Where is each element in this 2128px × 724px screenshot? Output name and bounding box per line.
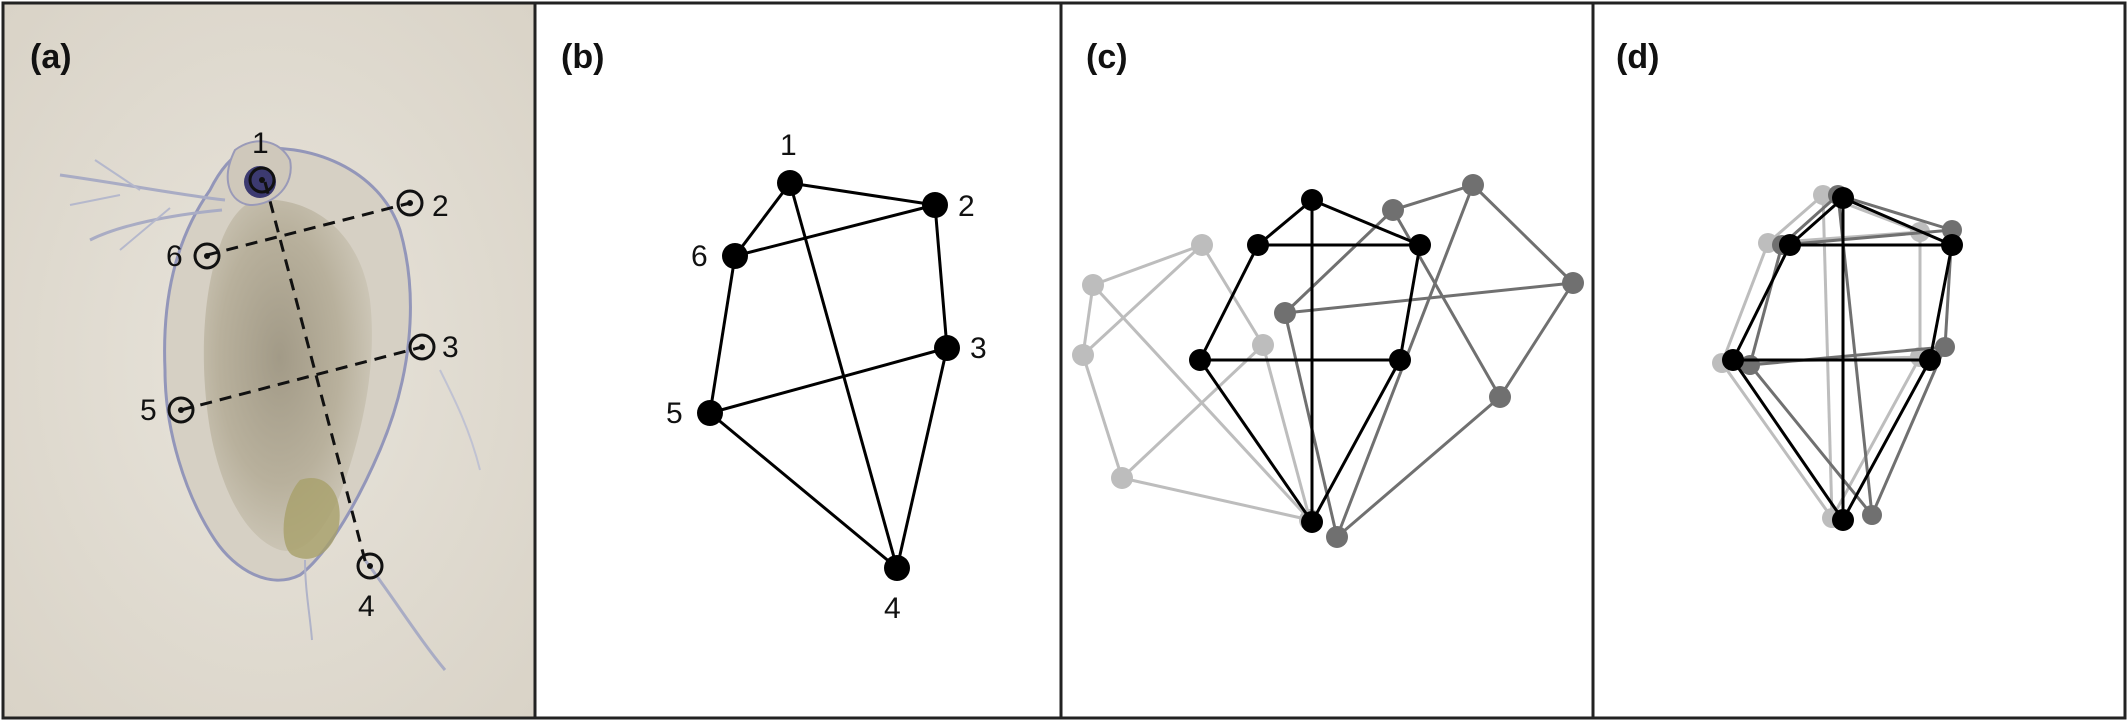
lower-appendage (304, 559, 313, 641)
landmark-node-6 (722, 243, 748, 269)
config-black (1189, 189, 1431, 533)
node-label-2: 2 (958, 190, 975, 223)
edge-5-6 (708, 255, 737, 414)
dashed-line-6-2 (206, 201, 411, 257)
landmark-markers-a (167, 166, 436, 580)
photo-landmark-label-6: 6 (166, 240, 183, 273)
landmark-marker-2 (396, 189, 424, 217)
landmark-dot-5 (178, 407, 184, 413)
landmark-marker-3 (408, 333, 436, 361)
dashed-line-5-3 (180, 345, 423, 412)
panel-c: (c) (1059, 1, 1595, 720)
panel-d: (d) (1591, 1, 2127, 720)
photo-landmark-label-1: 1 (252, 127, 269, 160)
antenna-upper (59, 173, 226, 202)
node-label-6: 6 (691, 240, 708, 273)
node-label-3: 3 (970, 332, 987, 365)
node-label-5: 5 (666, 397, 683, 430)
photo-landmark-label-4: 4 (358, 590, 375, 623)
edge-3-4 (895, 347, 949, 569)
landmark-node-5 (697, 400, 723, 426)
config-light-gray (1072, 234, 1321, 531)
panel-label-d: (d) (1616, 38, 1659, 76)
edge-4-5 (709, 411, 898, 570)
daphnia-photo (59, 140, 481, 671)
landmark-marker-4 (356, 552, 384, 580)
panel-label-c: (c) (1086, 38, 1128, 76)
landmark-node-2 (922, 192, 948, 218)
photo-landmark-label-3: 3 (442, 331, 459, 364)
landmark-dot-2 (407, 200, 413, 206)
tail-spine (363, 559, 447, 671)
edge-6-1 (733, 182, 792, 257)
photo-landmark-label-2: 2 (432, 190, 449, 223)
rear-spine (439, 369, 481, 471)
panel-a: 1 2 3 4 5 6 (a) (1, 1, 537, 720)
panel-b-frame (533, 1, 1063, 720)
landmark-dot-6 (204, 253, 210, 259)
landmark-dot-3 (419, 344, 425, 350)
node-label-1: 1 (780, 129, 797, 162)
antenna-lower (89, 208, 223, 242)
panel-label-b: (b) (561, 38, 604, 76)
landmark-node-1 (777, 170, 803, 196)
edge-5-3 (709, 346, 948, 415)
landmark-node-4 (884, 555, 910, 581)
photo-landmark-label-5: 5 (140, 394, 157, 427)
edge-6-2 (734, 203, 936, 258)
aligned-black (1722, 187, 1963, 531)
panel-b: 1 2 3 4 5 6 (b) (533, 1, 1063, 720)
config-dark-gray (1274, 174, 1584, 548)
antenna-branch-1 (69, 159, 171, 251)
dashed-line-1-4 (263, 181, 369, 569)
landmark-node-3 (934, 335, 960, 361)
panel-label-a: (a) (30, 38, 72, 76)
landmark-marker-6 (193, 242, 221, 270)
landmark-marker-5 (167, 396, 195, 424)
landmark-marker-1 (248, 166, 276, 194)
gut-region (283, 478, 340, 559)
landmark-dot-1 (259, 177, 265, 183)
body-mass (203, 199, 372, 551)
landmark-dot-4 (367, 563, 373, 569)
node-label-4: 4 (884, 592, 901, 625)
edge-1-2 (789, 181, 936, 207)
edge-2-3 (933, 204, 949, 349)
